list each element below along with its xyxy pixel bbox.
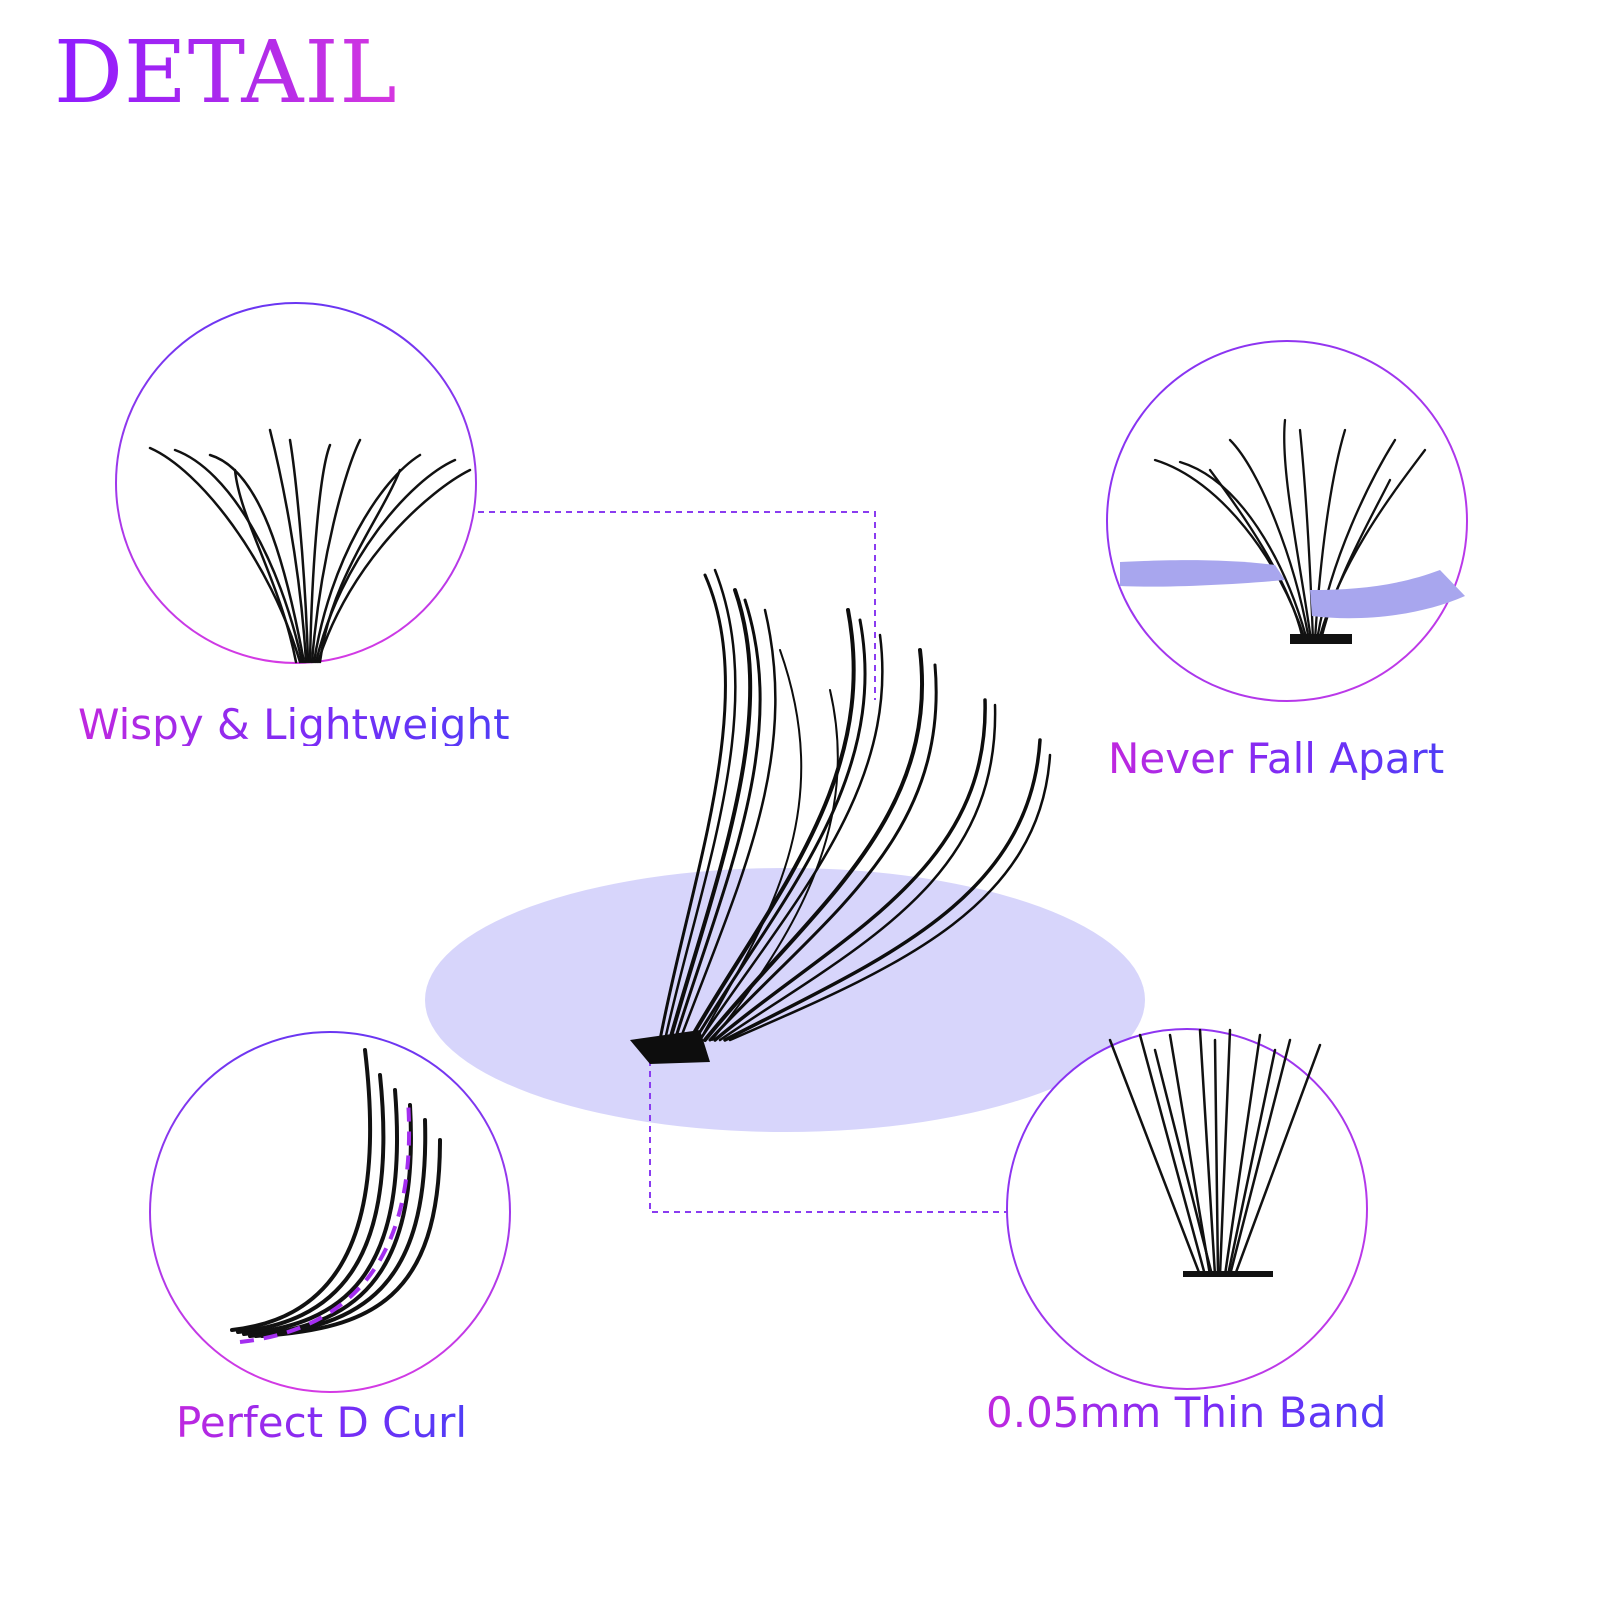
detail-circle-wispy	[115, 302, 477, 664]
feature-label-thin-band: 0.05mm Thin Band	[986, 1388, 1387, 1437]
detail-circle-never-fall-apart	[1106, 340, 1468, 702]
feature-label-wispy: Wispy & Lightweight	[78, 700, 510, 749]
page-title: DETAIL	[54, 23, 398, 123]
main-lash-band	[630, 1030, 710, 1064]
detail-circle-thin-band	[1006, 1028, 1368, 1390]
d-curl-guide-icon	[239, 1099, 412, 1344]
feature-label-d-curl: Perfect D Curl	[176, 1398, 468, 1447]
feature-label-never-fall-apart: Never Fall Apart	[1108, 734, 1445, 783]
platform-ellipse	[425, 868, 1145, 1132]
connector-lines	[478, 511, 1020, 1213]
lash-cluster-icon	[1108, 1028, 1322, 1277]
detail-circle-d-curl	[149, 1031, 511, 1393]
tweezers-icon	[1120, 560, 1465, 619]
main-lash-cluster	[658, 568, 1052, 1042]
lash-band	[1290, 634, 1352, 644]
thin-band-icon	[1183, 1271, 1273, 1277]
lash-cluster-icon	[148, 428, 472, 664]
